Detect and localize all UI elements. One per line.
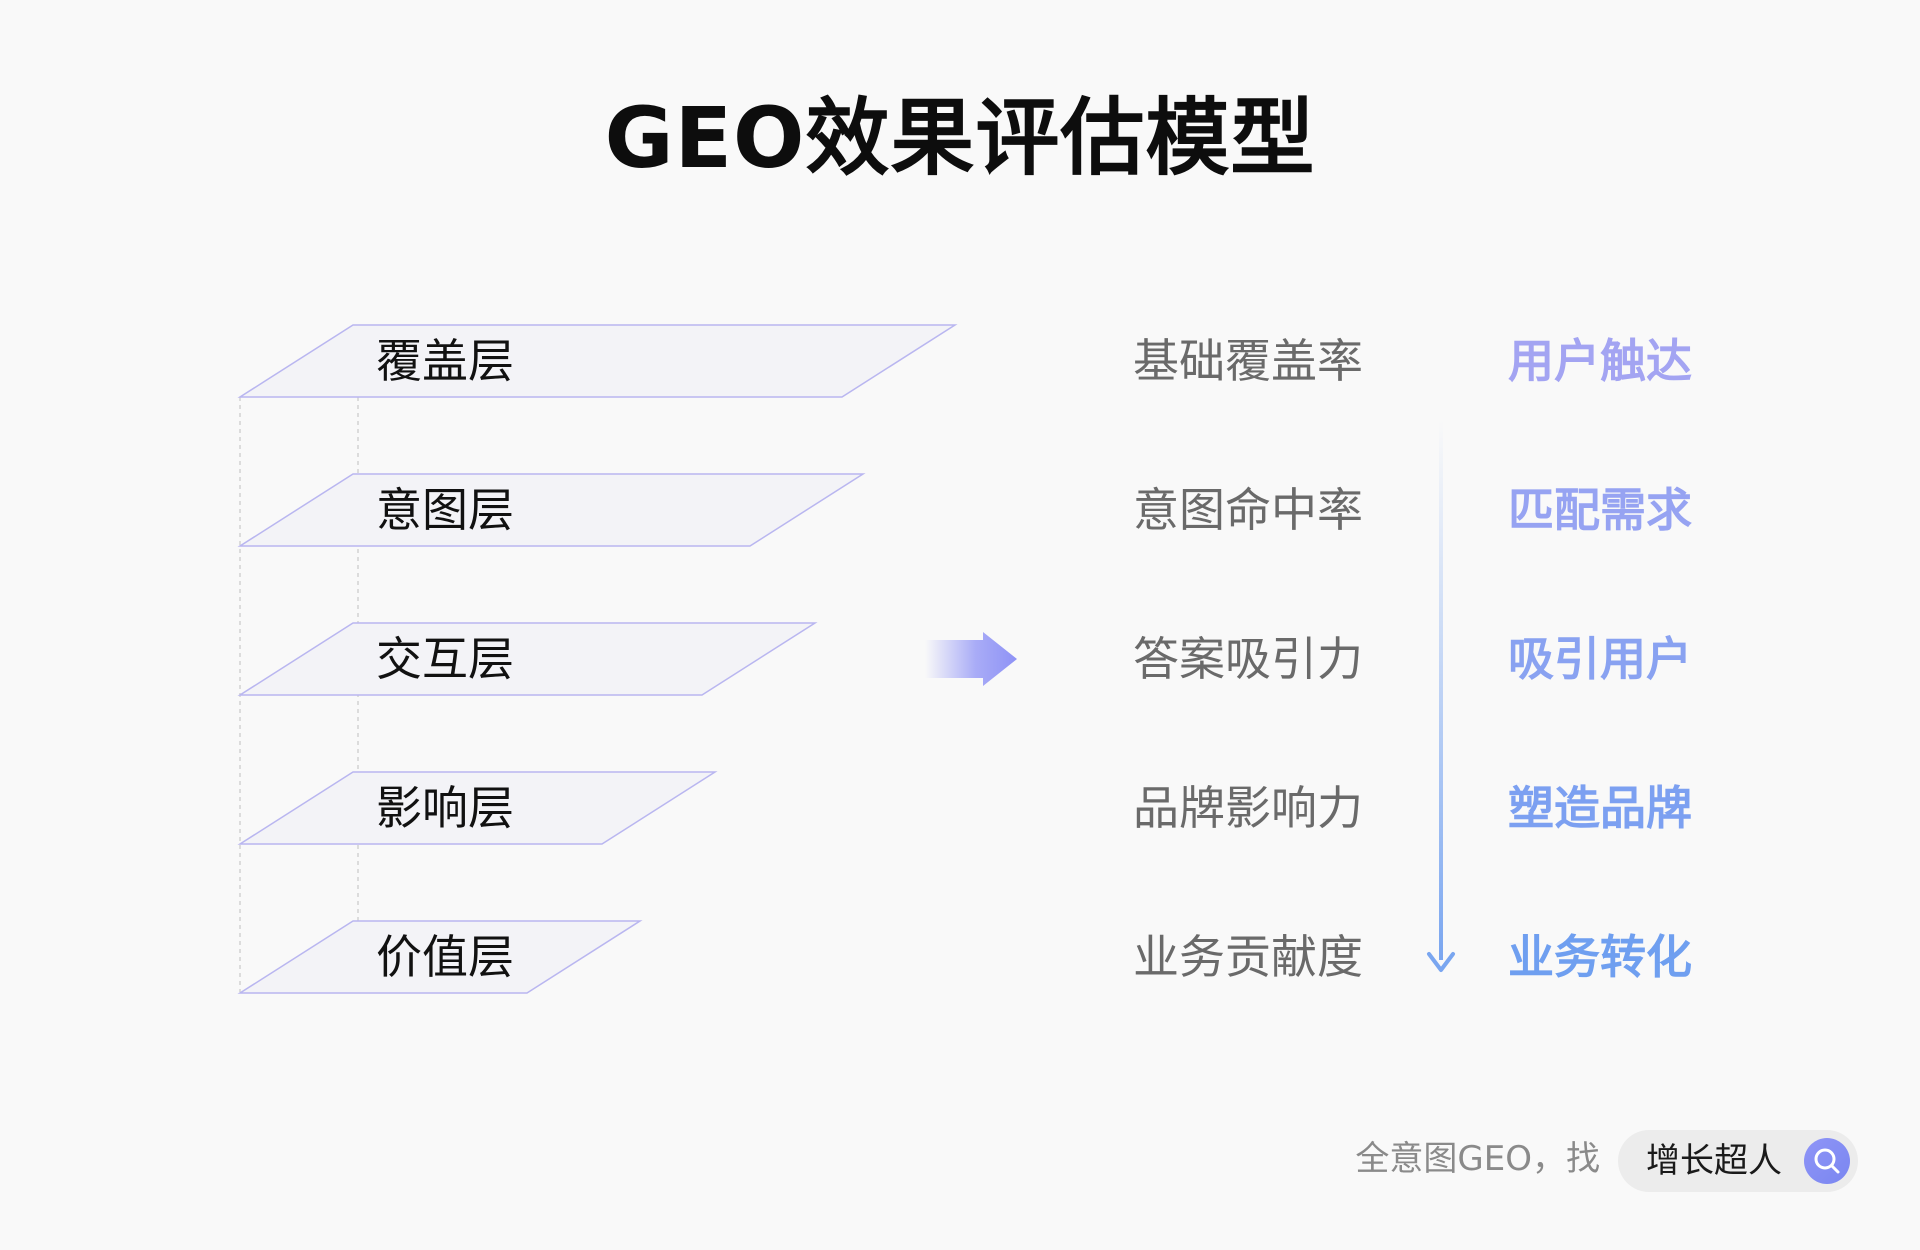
page-title: GEO效果评估模型 xyxy=(604,89,1316,187)
metric-label: 品牌影响力 xyxy=(1133,781,1363,835)
goal-label: 用户触达 xyxy=(1508,334,1692,388)
arrow-right-icon xyxy=(925,632,1017,686)
layer-label: 意图层 xyxy=(376,483,514,537)
layer-label: 覆盖层 xyxy=(376,334,514,388)
layer-plane xyxy=(237,920,643,994)
layer-label: 影响层 xyxy=(376,781,514,835)
search-pill-label: 增长超人 xyxy=(1646,1141,1782,1181)
goal-label: 吸引用户 xyxy=(1508,632,1692,686)
footer-tagline: 全意图GEO，找 xyxy=(1355,1139,1600,1179)
metric-label: 答案吸引力 xyxy=(1133,632,1363,686)
metric-label: 业务贡献度 xyxy=(1133,930,1363,984)
layer-plane xyxy=(237,622,818,696)
goal-label: 塑造品牌 xyxy=(1508,781,1692,835)
layer-plane xyxy=(237,771,718,845)
layer-plane xyxy=(237,324,958,398)
goal-label: 业务转化 xyxy=(1508,930,1692,984)
layer-label: 价值层 xyxy=(376,930,514,984)
search-pill[interactable]: 增长超人 xyxy=(1618,1130,1858,1192)
search-icon[interactable] xyxy=(1804,1138,1850,1184)
layer-label: 交互层 xyxy=(376,632,514,686)
goal-label: 匹配需求 xyxy=(1508,483,1692,537)
layer-plane xyxy=(237,473,866,547)
metric-label: 意图命中率 xyxy=(1133,483,1363,537)
metric-label: 基础覆盖率 xyxy=(1133,334,1363,388)
arrow-down-icon xyxy=(1427,420,1455,972)
